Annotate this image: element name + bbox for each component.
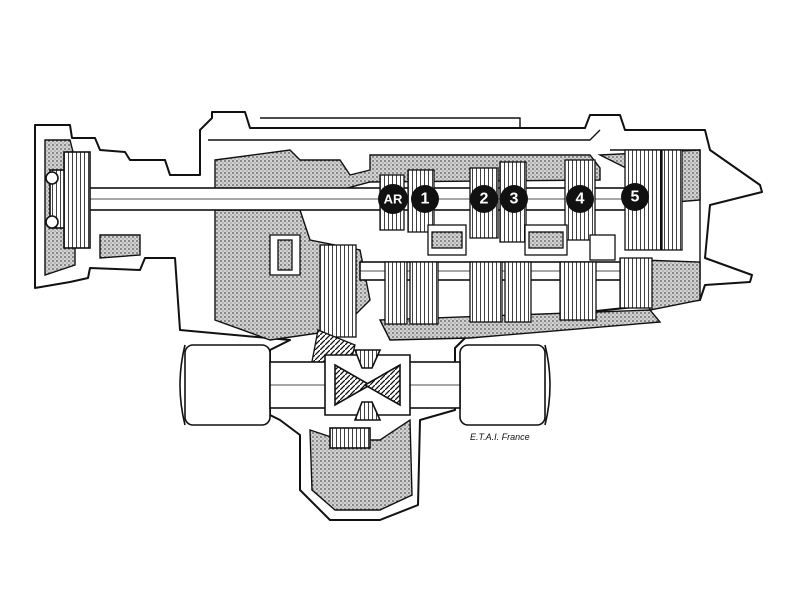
fifth-gear-label: 5 [621, 183, 649, 211]
gear-labels: AR 1 2 3 4 5 [378, 183, 649, 214]
fourth-gear-text: 4 [576, 191, 585, 208]
lower-gears [384, 257, 653, 325]
reverse-gear-label: AR [378, 184, 408, 214]
second-gear-label: 2 [470, 185, 498, 213]
synchronizers [427, 224, 616, 261]
reverse-gear-text: AR [384, 192, 403, 207]
third-gear-label: 3 [500, 185, 528, 213]
fourth-gear-label: 4 [566, 185, 594, 213]
second-gear-text: 2 [480, 191, 489, 208]
third-gear-text: 3 [510, 191, 519, 208]
first-gear-text: 1 [421, 191, 430, 208]
fifth-gear-text: 5 [631, 189, 640, 206]
credit-text: E.T.A.I. France [470, 432, 530, 442]
differential [179, 344, 551, 449]
first-gear-label: 1 [411, 185, 439, 213]
